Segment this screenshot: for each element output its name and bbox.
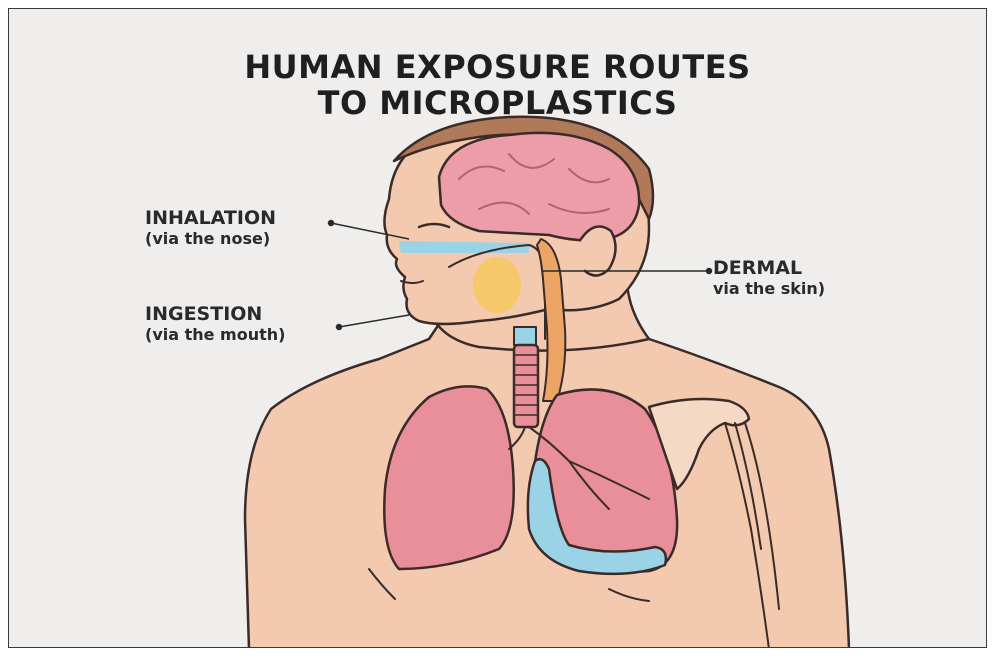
ear: [581, 227, 616, 276]
ingestion-name: INGESTION: [145, 303, 285, 325]
label-dermal: DERMAL via the skin): [713, 257, 825, 299]
inhalation-name: INHALATION: [145, 207, 276, 229]
label-inhalation: INHALATION (via the nose): [145, 207, 276, 249]
inhalation-detail: (via the nose): [145, 229, 276, 249]
dermal-name: DERMAL: [713, 257, 825, 279]
ingestion-leader: [339, 315, 409, 327]
larynx: [514, 327, 536, 345]
diagram-frame: HUMAN EXPOSURE ROUTES TO MICROPLASTICS: [8, 8, 987, 648]
dermal-detail: via the skin): [713, 279, 825, 299]
throat-mucosa: [473, 257, 521, 313]
brain: [439, 133, 639, 240]
ingestion-detail: (via the mouth): [145, 325, 285, 345]
label-ingestion: INGESTION (via the mouth): [145, 303, 285, 345]
